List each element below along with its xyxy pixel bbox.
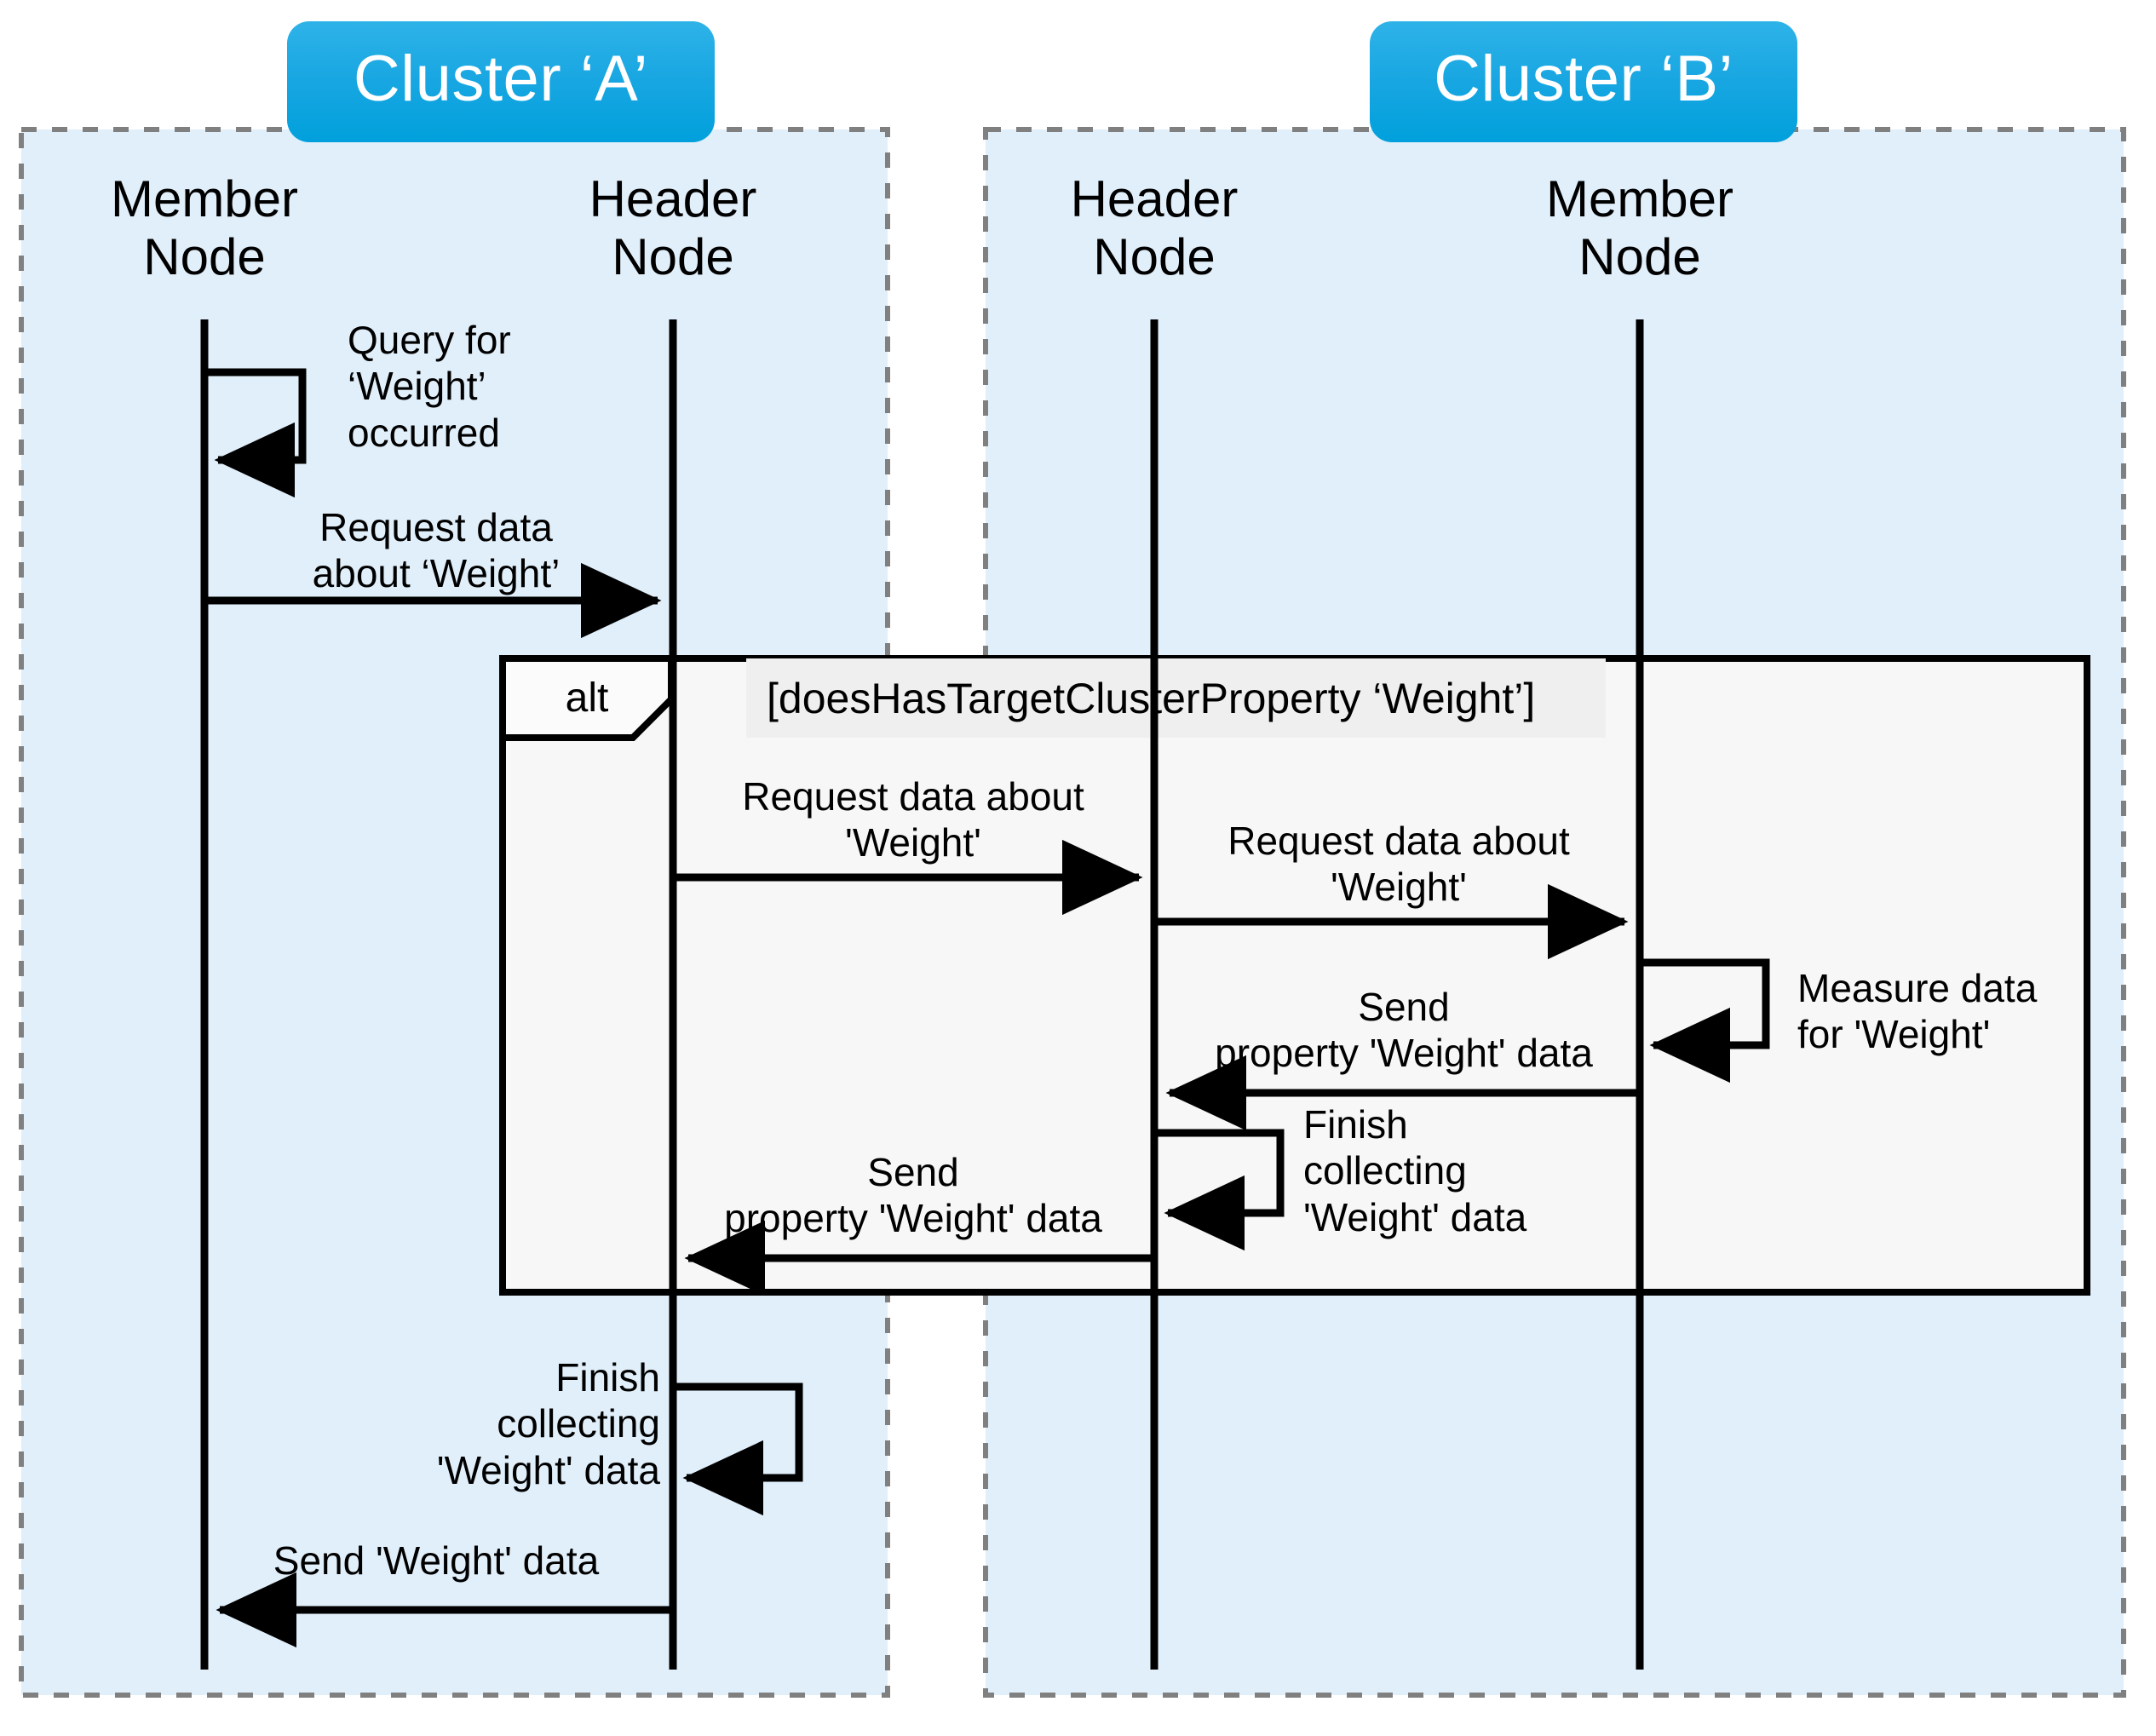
message-label-m3: Request data about 'Weight'	[742, 774, 1084, 865]
lifeline-head-a-header: Header Node	[589, 170, 757, 285]
message-label-m2: Request data about ‘Weight’	[312, 505, 561, 596]
message-label-m10: Send 'Weight' data	[273, 1538, 600, 1583]
message-label-m7: Finish collecting 'Weight' data	[1303, 1102, 1527, 1239]
lifeline-head-b-member: Member Node	[1545, 170, 1734, 285]
alt-operator-tab	[499, 655, 675, 741]
lifeline-head-b-header: Header Node	[1070, 170, 1239, 285]
cluster-b-tab[interactable]: Cluster ‘B’	[1370, 21, 1797, 142]
message-label-m5: Measure data for 'Weight'	[1797, 966, 2038, 1057]
alt-fragment-box	[499, 655, 2090, 1296]
lifeline-head-a-member: Member Node	[110, 170, 299, 285]
message-m1-arrow	[204, 368, 307, 498]
message-label-m9: Finish collecting 'Weight' data	[436, 1355, 660, 1492]
message-m7-arrow	[1154, 1129, 1285, 1251]
message-label-m6: Send property 'Weight' data	[1215, 985, 1593, 1076]
message-label-m8: Send property 'Weight' data	[724, 1150, 1102, 1241]
alt-fragment-operator: alt	[565, 675, 609, 721]
cluster-a-tab[interactable]: Cluster ‘A’	[287, 21, 715, 142]
message-m9-arrow	[673, 1382, 803, 1516]
message-label-m4: Request data about 'Weight'	[1227, 819, 1570, 910]
message-label-m1: Query for ‘Weight’ occurred	[348, 318, 511, 455]
alt-fragment-guard: [doesHasTargetClusterProperty ‘Weight’]	[767, 675, 1536, 722]
alt-guard-background	[746, 658, 1606, 738]
message-m5-arrow	[1640, 958, 1770, 1084]
